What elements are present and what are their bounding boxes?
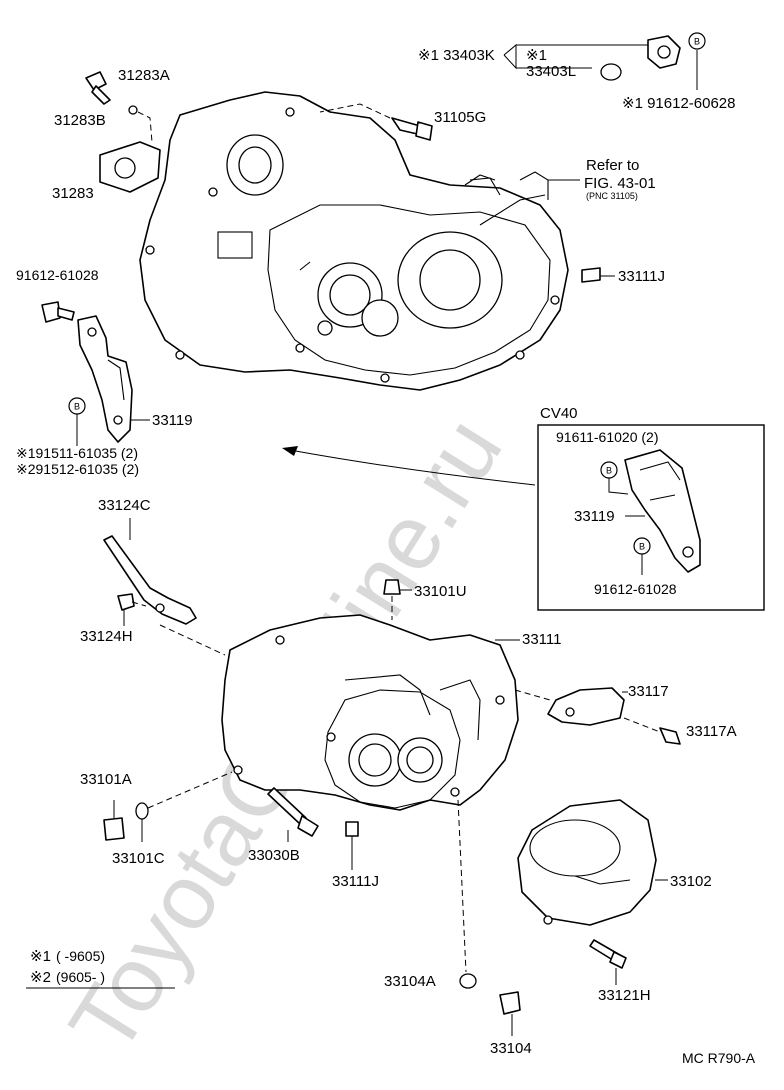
part-33403K-sensor [647,35,681,69]
part-33119-bracket-cv40 [624,449,701,573]
label-91511-61035: ※191511-61035 (2) [16,445,138,461]
legend-row2-mark: ※2 [30,969,51,986]
label-33101A: 33101A [80,771,132,788]
label-33111J-top: 33111J [618,268,665,285]
part-31105G-bolt [391,117,433,141]
label-33111: 33111 [522,631,562,648]
b-marker-cv40-2: B [633,537,651,555]
label-33104: 33104 [490,1040,532,1057]
svg-text:B: B [606,466,612,476]
label-33117: 33117 [628,683,669,700]
b-marker-top-right: B [688,32,706,50]
part-31283A-bolt [85,71,111,105]
label-91612-60628: ※1 91612-60628 [622,95,736,112]
label-33403K-sub: ※1 [526,47,547,64]
legend-row1-text: ( -9605) [56,948,105,964]
label-refer-to: Refer to [586,157,639,174]
transmission-case-upper [139,91,569,391]
part-33117-bracket [547,687,625,726]
part-33104-plug [499,991,521,1015]
legend-row1-mark: ※1 [30,948,51,965]
label-33403K: ※1 33403K [418,47,495,64]
label-33124H: 33124H [80,628,133,645]
label-31283: 31283 [52,185,94,202]
b-marker-cv40-1: B [600,461,618,479]
label-31105G: 31105G [434,109,486,126]
part-33124H-bolt [117,593,135,611]
part-33111J-pin-bottom [345,821,359,837]
part-33102-cover [517,799,657,926]
legend-row2-text: (9605- ) [56,969,105,985]
label-33121H: 33121H [598,987,651,1004]
label-31283B: 31283B [54,112,106,129]
part-33104A-gasket [459,973,477,989]
label-91512-61035: ※291512-61035 (2) [16,461,139,477]
label-cv40-title: CV40 [540,405,578,422]
part-31283-flange [99,141,161,193]
label-33111J-bottom: 33111J [332,873,379,890]
part-33111J-pin-top [581,267,601,283]
part-33124C-lever [103,535,197,625]
part-33101C-gasket [135,802,149,820]
part-31283B-washer [128,105,138,115]
part-91612-61028-bolt-left [41,301,75,323]
label-fig-ref: FIG. 43-01 [584,175,656,192]
part-33403L-oring [600,63,622,81]
label-pnc-ref: (PNC 31105) [586,191,638,201]
svg-text:B: B [639,542,645,552]
label-33101U: 33101U [414,583,467,600]
b-marker-left: B [68,397,86,415]
label-33101C: 33101C [112,850,165,867]
label-31283A: 31283A [118,67,170,84]
svg-text:B: B [74,402,80,412]
footer-code: MC R790-A [682,1050,756,1066]
label-91612-61028-top: 91612-61028 [16,267,99,283]
label-33104A: 33104A [384,973,436,990]
label-33124C: 33124C [98,497,151,514]
label-33119: 33119 [152,412,193,429]
part-33117A-bolt [659,727,681,745]
label-33117A: 33117A [686,723,737,740]
label-33102: 33102 [670,873,712,890]
part-33119-bracket-left [77,315,133,443]
label-33403L: 33403L [526,63,576,80]
transmission-case-lower [221,614,519,811]
label-91611-61020: 91611-61020 (2) [556,429,658,445]
label-33119-cv40: 33119 [574,508,615,525]
label-33030B: 33030B [248,847,300,864]
part-33121H-bolt [589,939,627,969]
part-33101A-plug [103,817,125,841]
part-33101U-plug [383,579,401,595]
legend: ※1 ( -9605) ※2 (9605- ) [26,948,175,989]
label-91612-61028-cv40: 91612-61028 [594,581,677,597]
svg-text:B: B [694,37,700,47]
part-33030B-bolt [267,787,319,837]
